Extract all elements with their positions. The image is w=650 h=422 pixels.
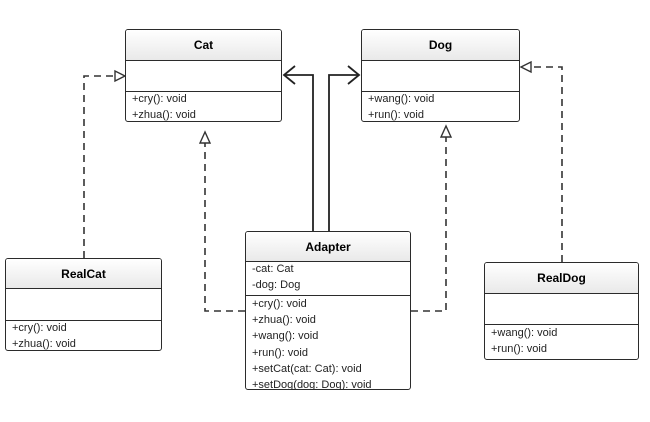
adapter-to-dog-association-arrowhead (347, 65, 361, 85)
class-cat-attributes (126, 61, 281, 92)
method-row: +run(): void (252, 346, 308, 359)
class-realcat-name: RealCat (6, 259, 161, 289)
class-cat-name: Cat (126, 30, 281, 61)
realcat-to-cat-connector (83, 75, 117, 258)
class-realcat-attributes (6, 289, 161, 321)
class-realdog-methods: +wang(): void +run(): void (485, 325, 638, 357)
class-cat[interactable]: Cat +cry(): void +zhua(): void (125, 29, 282, 122)
realcat-to-cat-arrowhead (114, 69, 127, 83)
class-adapter[interactable]: Adapter -cat: Cat -dog: Dog +cry(): void… (245, 231, 411, 390)
attribute-row: -cat: Cat (252, 263, 294, 275)
method-row: +wang(): void (368, 93, 435, 105)
adapter-to-dog-realization-arrowhead (439, 124, 453, 138)
method-row: +setDog(dog: Dog): void (252, 379, 372, 390)
class-dog-name: Dog (362, 30, 519, 61)
adapter-to-cat-realization-arrowhead (198, 130, 212, 144)
class-realcat[interactable]: RealCat +cry(): void +zhua(): void (5, 258, 162, 351)
method-row: +cry(): void (12, 322, 67, 334)
class-realdog[interactable]: RealDog +wang(): void +run(): void (484, 262, 639, 360)
method-row: +setCat(cat: Cat): void (252, 362, 362, 375)
class-realcat-methods: +cry(): void +zhua(): void (6, 321, 161, 350)
class-dog-attributes (362, 61, 519, 92)
class-dog-methods: +wang(): void +run(): void (362, 92, 519, 121)
method-row: +run(): void (491, 342, 547, 355)
method-row: +cry(): void (132, 93, 187, 105)
method-row: +zhua(): void (132, 108, 196, 121)
method-row: +wang(): void (491, 327, 558, 339)
adapter-to-cat-realization (204, 142, 245, 312)
class-dog[interactable]: Dog +wang(): void +run(): void (361, 29, 520, 122)
method-row: +cry(): void (252, 298, 307, 310)
class-cat-methods: +cry(): void +zhua(): void (126, 92, 281, 121)
class-adapter-name: Adapter (246, 232, 410, 262)
class-adapter-methods: +cry(): void +zhua(): void +wang(): void… (246, 296, 410, 390)
adapter-to-cat-association (284, 74, 314, 231)
adapter-to-cat-association-arrowhead (282, 65, 296, 85)
class-realdog-attributes (485, 294, 638, 325)
method-row: +zhua(): void (252, 314, 316, 327)
class-realdog-name: RealDog (485, 263, 638, 294)
adapter-to-dog-realization (411, 136, 447, 312)
attribute-row: -dog: Dog (252, 278, 301, 291)
method-row: +run(): void (368, 108, 424, 121)
method-row: +wang(): void (252, 330, 319, 343)
adapter-to-dog-association (328, 74, 359, 231)
realdog-to-dog-arrowhead (519, 60, 532, 74)
method-row: +zhua(): void (12, 337, 76, 350)
class-adapter-attributes: -cat: Cat -dog: Dog (246, 262, 410, 296)
realdog-to-dog-connector (530, 66, 563, 262)
